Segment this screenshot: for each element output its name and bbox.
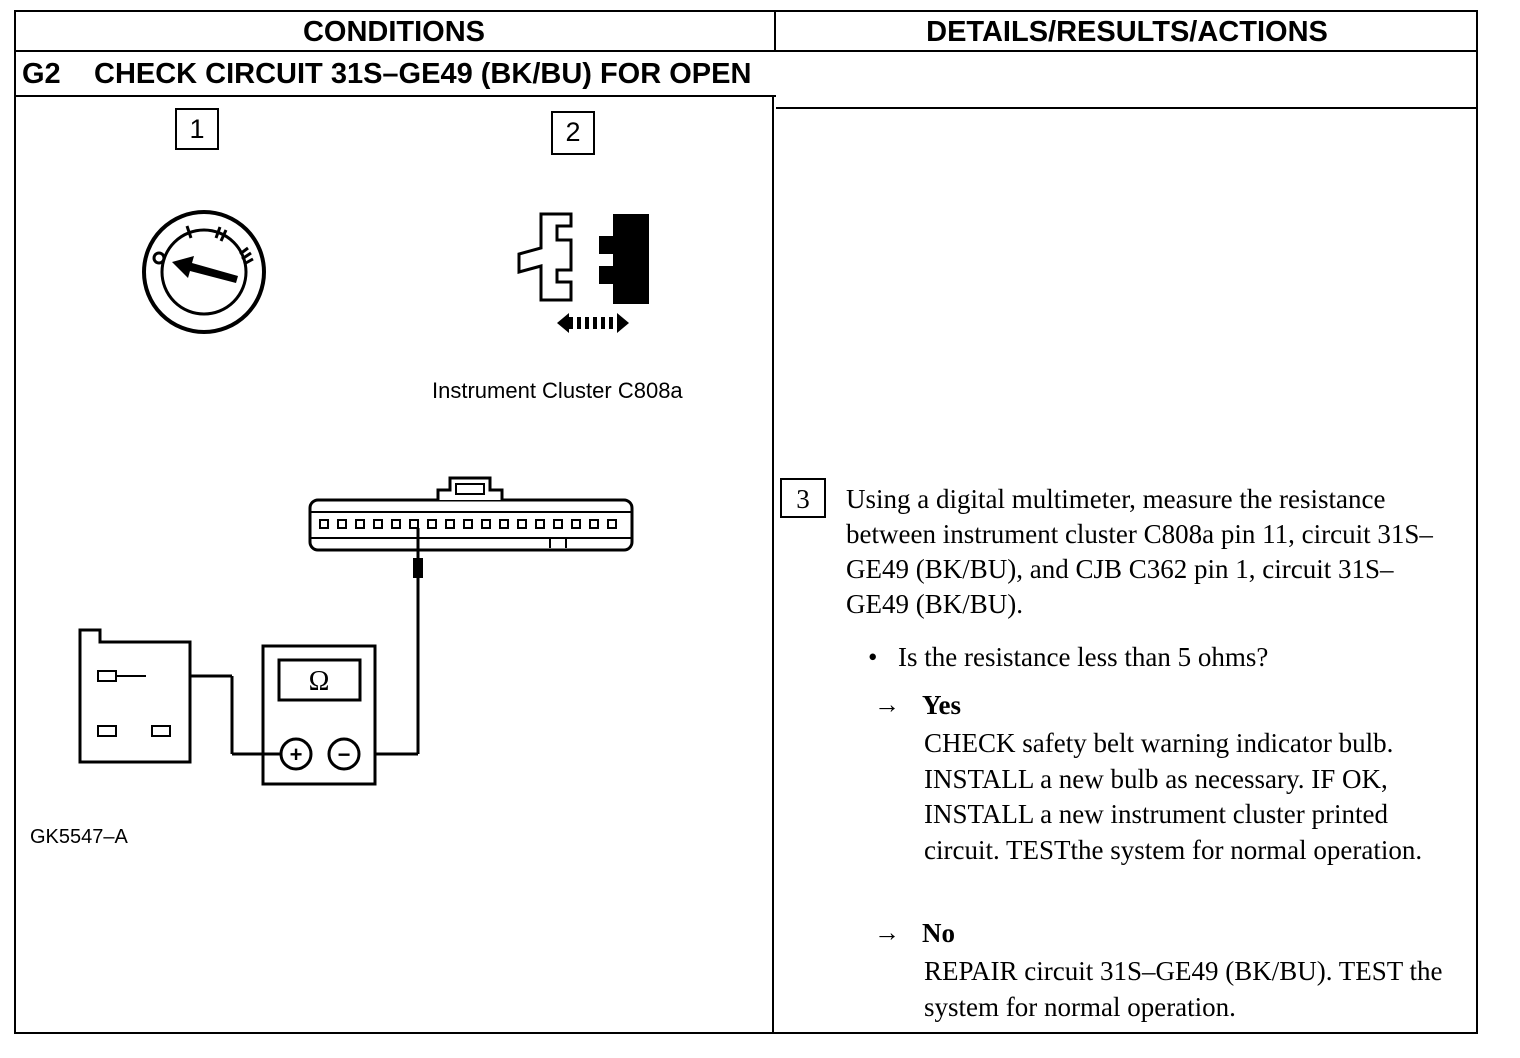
- column-divider-top: [774, 10, 776, 52]
- no-arrow-icon: →: [874, 918, 900, 947]
- junction-box-icon: [78, 628, 192, 764]
- connector-disconnect-icon: [517, 212, 649, 304]
- connector-caption: Instrument Cluster C808a: [432, 378, 683, 403]
- yes-action-text: CHECK safety belt warning indicator bulb…: [924, 728, 1423, 865]
- title-divider-right: [776, 107, 1478, 109]
- step-1-box: 1: [175, 108, 219, 150]
- figure-id: GK5547–A: [30, 826, 128, 848]
- connector-face-icon: [308, 476, 634, 552]
- column-divider: [772, 95, 774, 1034]
- svg-text:+: +: [290, 742, 303, 767]
- svg-text:Ω: Ω: [309, 666, 330, 697]
- svg-text:−: −: [338, 742, 351, 767]
- section-title: CHECK CIRCUIT 31S–GE49 (BK/BU) FOR OPEN: [94, 58, 752, 90]
- step-3-question: • Is the resistance less than 5 ohms?: [868, 640, 1268, 675]
- yes-label: Yes: [922, 690, 961, 720]
- multimeter-icon: Ω + −: [261, 644, 377, 786]
- section-title-row: G2 CHECK CIRCUIT 31S–GE49 (BK/BU) FOR OPE…: [22, 54, 751, 94]
- bullet: •: [868, 642, 878, 672]
- step-2-box: 2: [551, 111, 595, 155]
- header-divider: [14, 50, 1478, 52]
- ignition-switch-icon: [142, 210, 266, 334]
- details-header: DETAILS/RESULTS/ACTIONS: [926, 16, 1328, 48]
- conditions-header: CONDITIONS: [302, 16, 486, 48]
- title-divider: [14, 95, 776, 97]
- no-action-text: REPAIR circuit 31S–GE49 (BK/BU). TEST th…: [924, 956, 1443, 1022]
- procedure-table: [14, 10, 1478, 1034]
- step-3-box: 3: [780, 478, 826, 518]
- step-3-instruction: Using a digital multimeter, measure the …: [846, 484, 1433, 619]
- section-code: G2: [22, 58, 61, 90]
- no-label: No: [922, 918, 955, 948]
- question-text: Is the resistance less than 5 ohms?: [898, 642, 1269, 672]
- yes-arrow-icon: →: [874, 690, 900, 719]
- circuit-test-diagram: Ω + −: [78, 476, 634, 786]
- double-arrow-icon: [557, 313, 629, 333]
